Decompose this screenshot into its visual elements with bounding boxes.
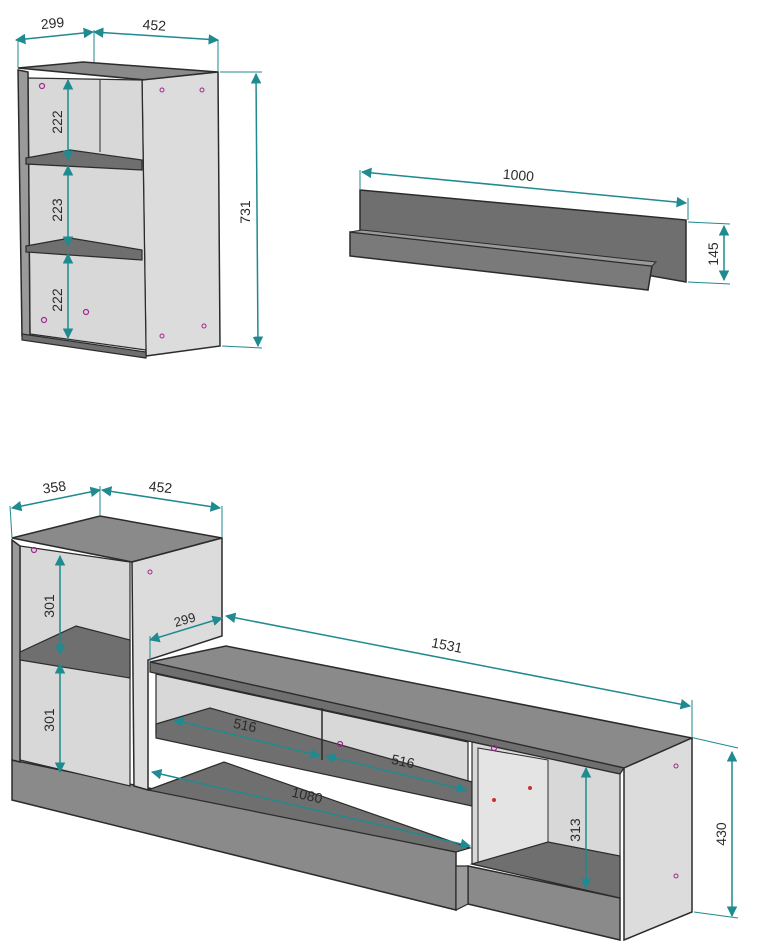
hardware-dot bbox=[159, 333, 165, 339]
bookcase-bottom bbox=[21, 333, 147, 359]
bookcase-shelf-upper bbox=[25, 149, 143, 171]
bookcase: 299 452 731 222 223 222 bbox=[14, 14, 264, 359]
right-cabinet-side bbox=[623, 736, 693, 942]
wall-shelf-dimensions bbox=[359, 167, 731, 285]
hardware-dot bbox=[528, 786, 532, 790]
hardware-dot bbox=[673, 763, 679, 769]
hardware-dot bbox=[147, 569, 153, 575]
bookcase-width-label: 452 bbox=[142, 16, 167, 34]
low-depth-label: 299 bbox=[172, 609, 197, 629]
hardware-dot bbox=[336, 740, 344, 748]
wall-shelf: 1000 145 bbox=[349, 166, 731, 291]
hardware-dot bbox=[82, 308, 90, 316]
bookcase-shelf-3-label: 222 bbox=[49, 288, 65, 312]
tv-stand-unit: 358 452 301 301 299 1531 516 516 1080 31… bbox=[9, 477, 739, 942]
total-height-label: 430 bbox=[713, 822, 729, 846]
niche-left-label: 516 bbox=[232, 715, 258, 736]
unit-base-drawer bbox=[455, 865, 469, 911]
tall-cabinet-shelf bbox=[19, 625, 131, 679]
tall-depth-label: 358 bbox=[42, 477, 68, 496]
low-length-label: 1531 bbox=[430, 634, 464, 656]
wall-shelf-length-label: 1000 bbox=[502, 166, 535, 185]
tall-width-label: 452 bbox=[148, 478, 173, 496]
hardware-dot bbox=[38, 82, 46, 90]
open-width-label: 1080 bbox=[290, 784, 324, 807]
hardware-dot bbox=[40, 316, 48, 324]
bookcase-shelf-2-label: 223 bbox=[49, 198, 65, 222]
tall-shelf-upper-label: 301 bbox=[41, 594, 57, 618]
bookcase-depth-label: 299 bbox=[40, 14, 65, 32]
hardware-dot bbox=[492, 798, 496, 802]
hardware-dot bbox=[673, 873, 679, 879]
hardware-dot bbox=[490, 744, 498, 752]
hardware-dot bbox=[201, 323, 207, 329]
tv-stand-dimensions bbox=[9, 486, 739, 919]
hardware-dot bbox=[199, 87, 205, 93]
tall-cabinet-left bbox=[11, 538, 21, 763]
hardware-dot bbox=[30, 546, 38, 554]
bookcase-shelf-1-label: 222 bbox=[49, 110, 65, 134]
wall-shelf-height-label: 145 bbox=[705, 242, 721, 266]
wall-shelf-top-edge bbox=[349, 229, 658, 267]
bookcase-height-label: 731 bbox=[237, 200, 253, 224]
bookcase-dimensions bbox=[14, 27, 264, 349]
tall-shelf-lower-label: 301 bbox=[41, 708, 57, 732]
bookcase-side-panel bbox=[141, 71, 221, 357]
bookcase-shelf-lower bbox=[25, 237, 143, 261]
niche-right-label: 516 bbox=[390, 751, 416, 772]
side-height-label: 313 bbox=[567, 818, 583, 842]
bookcase-left-panel bbox=[17, 69, 31, 342]
hardware-dot bbox=[159, 87, 165, 93]
